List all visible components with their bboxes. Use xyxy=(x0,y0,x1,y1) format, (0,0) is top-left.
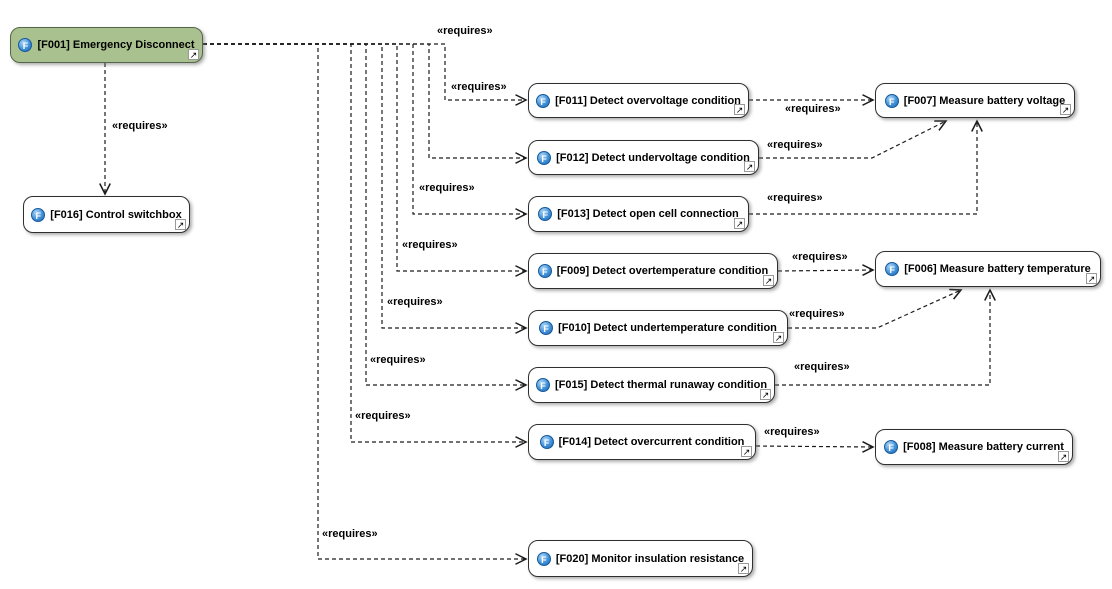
edge-label-F001-F014: «requires» xyxy=(355,410,411,422)
open-diagram-icon[interactable]: ↗ xyxy=(741,446,752,457)
open-diagram-icon[interactable]: ↗ xyxy=(773,332,784,343)
edge-label-F012-F007: «requires» xyxy=(767,139,823,151)
edge-label-F001-F011: «requires» xyxy=(451,81,507,93)
open-diagram-icon[interactable]: ↗ xyxy=(1058,451,1069,462)
function-node-label: [F016] Control switchbox xyxy=(50,208,182,221)
function-icon: F xyxy=(536,551,551,566)
function-node-F001[interactable]: F [F001] Emergency Disconnect ↗ xyxy=(10,27,203,63)
function-node-label: [F010] Detect undertemperature condition xyxy=(558,322,777,334)
function-icon: F xyxy=(885,262,900,276)
edge-F015-F006[interactable] xyxy=(775,288,996,386)
edge-F013-F007[interactable] xyxy=(749,119,983,215)
function-icon: F xyxy=(884,93,899,108)
open-diagram-icon[interactable]: ↗ xyxy=(744,161,755,172)
edge-F014-F008[interactable] xyxy=(755,440,875,453)
edge-F001-F020[interactable] xyxy=(203,43,528,565)
edge-label-F001-F009: «requires» xyxy=(402,239,458,251)
edge-F010-F006[interactable] xyxy=(788,288,963,329)
function-node-label: [F007] Measure battery voltage xyxy=(903,94,1066,107)
function-node-label: [F008] Measure battery current xyxy=(903,441,1064,453)
function-node-F012[interactable]: F [F012] Detect undervoltage condition ↗ xyxy=(528,140,759,175)
function-node-label: [F012] Detect undervoltage condition xyxy=(556,151,750,164)
function-node-F010[interactable]: F [F010] Detect undertemperature conditi… xyxy=(528,310,788,346)
function-node-F011[interactable]: F [F011] Detect overvoltage condition ↗ xyxy=(528,83,749,118)
edge-label-F014-F008: «requires» xyxy=(764,426,820,438)
function-icon: F xyxy=(537,264,552,278)
open-diagram-icon[interactable]: ↗ xyxy=(1060,104,1071,115)
function-icon: F xyxy=(884,440,899,454)
function-node-label: [F020] Monitor insulation resistance xyxy=(555,552,745,565)
function-icon: F xyxy=(18,38,33,52)
open-diagram-icon[interactable]: ↗ xyxy=(738,563,749,574)
open-diagram-icon[interactable]: ↗ xyxy=(175,219,186,230)
open-diagram-icon[interactable]: ↗ xyxy=(1086,273,1097,284)
function-icon: F xyxy=(539,435,554,449)
function-node-F008[interactable]: F [F008] Measure battery current ↗ xyxy=(875,429,1073,465)
function-icon: F xyxy=(538,207,553,221)
edge-F001-F009[interactable] xyxy=(203,43,528,277)
edge-label-F009-F006: «requires» xyxy=(792,251,848,263)
function-icon: F xyxy=(535,378,550,392)
function-node-label: [F006] Measure battery temperature xyxy=(904,263,1091,275)
function-node-F014[interactable]: F [F014] Detect overcurrent condition ↗ xyxy=(528,424,756,460)
edge-F012-F007[interactable] xyxy=(759,120,948,159)
function-node-F007[interactable]: F [F007] Measure battery voltage ↗ xyxy=(875,83,1075,118)
edge-label-F013-F007: «requires» xyxy=(767,192,823,204)
edge-label-F011-F007: «requires» xyxy=(785,103,841,115)
function-node-F006[interactable]: F [F006] Measure battery temperature ↗ xyxy=(875,251,1101,287)
edge-label-F015-F006: «requires» xyxy=(794,361,850,373)
edge-F001-F012[interactable] xyxy=(203,43,528,164)
edge-label-F001-F020: «requires» xyxy=(322,528,378,540)
function-node-F013[interactable]: F [F013] Detect open cell connection ↗ xyxy=(528,196,749,232)
edge-F001-F015[interactable] xyxy=(203,43,528,391)
function-node-label: [F011] Detect overvoltage condition xyxy=(555,94,741,107)
edge-label-F010-F006: «requires» xyxy=(789,308,845,320)
open-diagram-icon[interactable]: ↗ xyxy=(734,104,745,115)
function-node-label: [F001] Emergency Disconnect xyxy=(37,39,195,51)
function-node-label: [F015] Detect thermal runaway condition xyxy=(554,379,768,391)
function-icon: F xyxy=(536,93,551,108)
edge-label-F001-F010: «requires» xyxy=(387,296,443,308)
edge-label-F001-F015: «requires» xyxy=(370,354,426,366)
function-node-F015[interactable]: F [F015] Detect thermal runaway conditio… xyxy=(528,367,775,403)
function-icon: F xyxy=(31,207,46,222)
edge-F001-F013[interactable] xyxy=(203,43,528,220)
edge-label-F001-F016: «requires» xyxy=(112,120,168,132)
function-icon: F xyxy=(537,150,552,165)
open-diagram-icon[interactable]: ↗ xyxy=(734,218,745,229)
edge-F001-F010[interactable] xyxy=(203,43,528,334)
open-diagram-icon[interactable]: ↗ xyxy=(760,389,771,400)
function-node-F009[interactable]: F [F009] Detect overtemperature conditio… xyxy=(528,253,778,289)
function-node-F016[interactable]: F [F016] Control switchbox ↗ xyxy=(23,196,190,233)
function-node-label: [F009] Detect overtemperature condition xyxy=(556,265,769,277)
function-icon: F xyxy=(539,321,554,335)
function-node-label: [F013] Detect open cell connection xyxy=(557,208,739,220)
open-diagram-icon[interactable]: ↗ xyxy=(188,49,199,60)
function-node-label: [F014] Detect overcurrent condition xyxy=(558,436,745,448)
edge-label-F001-F012: «requires» xyxy=(437,25,493,37)
edge-F009-F006[interactable] xyxy=(777,264,875,277)
open-diagram-icon[interactable]: ↗ xyxy=(763,275,774,286)
edge-F001-F014[interactable] xyxy=(203,43,528,448)
function-node-F020[interactable]: F [F020] Monitor insulation resistance ↗ xyxy=(528,540,753,577)
edge-label-F001-F013: «requires» xyxy=(419,182,475,194)
